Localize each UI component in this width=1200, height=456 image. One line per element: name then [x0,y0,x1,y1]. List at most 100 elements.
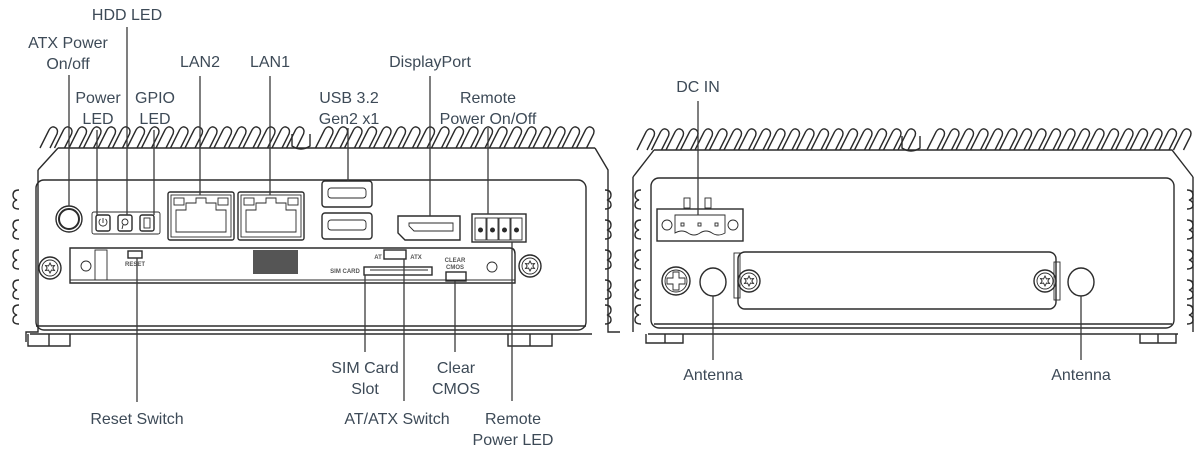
heatsink-fin [140,126,160,149]
heatsink-fin [708,128,728,151]
svg-text:CLEAR: CLEAR [445,258,466,264]
heatsink-fin [737,128,757,151]
antenna-hole-right [1067,267,1095,297]
ground-screw-icon [661,266,691,296]
heatsink-notch [291,134,311,150]
heatsink-fin [1042,128,1062,151]
atx-power-button [55,205,83,233]
heatsink-fin [868,128,888,151]
gpio-led [139,214,155,232]
heatsink-fin [358,126,378,149]
heatsink-fin [998,128,1018,151]
expansion-plate [733,251,1061,310]
heatsink-fin [984,128,1004,151]
heatsink-fin [416,126,436,149]
heatsink-fin [926,128,946,151]
heatsink-fin [1114,128,1134,151]
heatsink-fin [882,128,902,151]
heatsink-fin [53,126,73,149]
heatsink-fin [430,126,450,149]
heatsink-fin [1100,128,1120,151]
heatsink-fin [155,126,175,149]
rear-top-edge [632,149,1194,178]
label-lan1: LAN1 [249,54,291,71]
lan1-port [237,191,305,241]
front-foot-left [27,334,71,347]
led-panel [91,211,161,235]
vent-block [253,250,298,274]
usb-ports [321,180,373,240]
heatsink-fin [111,126,131,149]
heatsink-fin [39,126,59,149]
heatsink-fin [839,128,859,151]
heatsink-fin [474,126,494,149]
heatsink-fin [488,126,508,149]
front-view: RESET SIM CARD AT ATX CLEAR CMOS [12,27,620,402]
heatsink-fin [329,126,349,149]
label-displayport: DisplayPort [389,54,471,71]
heatsink-fin [68,126,88,149]
heatsink-fin [575,126,595,149]
heatsink-fin [445,126,465,149]
heatsink-fin [97,126,117,149]
label-reset-switch: Reset Switch [90,411,184,428]
heatsink-fin [256,126,276,149]
heatsink-fin [387,126,407,149]
front-faceplate [35,179,587,331]
heatsink-fin [795,128,815,151]
remote-power-terminal [471,213,527,243]
label-hdd-led: HDD LED [91,7,163,24]
front-foot-right [507,334,553,347]
io-plate [69,247,516,284]
heatsink-fin [1071,128,1091,151]
sim-card-slot: SIM CARD [330,266,433,276]
heatsink-fin [532,126,552,149]
heatsink-fin [503,126,523,149]
heatsink-fin [1129,128,1149,151]
label-antenna-left: Antenna [683,367,743,384]
heatsink-fin [271,126,291,149]
screw-right-icon [518,254,542,278]
lan2-port [167,191,235,241]
svg-text:ATX: ATX [410,255,422,261]
svg-text:SIM CARD: SIM CARD [330,269,360,275]
heatsink-fin [810,128,830,151]
heatsink-fin [314,126,334,149]
displayport-connector [397,215,461,241]
heatsink-fin [169,126,189,149]
rear-foot-right [1139,334,1177,344]
heatsink-fin [940,128,960,151]
heatsink-fin [1172,128,1192,151]
heatsink-fin [665,128,685,151]
reset-switch: RESET [125,250,145,268]
heatsink-fin [781,128,801,151]
heatsink-fin [853,128,873,151]
front-leader-lines [68,27,513,402]
heatsink-fin [561,126,581,149]
heatsink-fin [198,126,218,149]
rear-foot-left [645,334,684,344]
front-chassis-sides [25,147,620,342]
heatsink-fin [1158,128,1178,151]
rear-faceplate [650,177,1175,329]
heatsink-fin [897,128,917,151]
dc-in-connector [656,197,744,242]
front-top-edge [37,147,595,171]
heatsink-fin [969,128,989,151]
plate-screw-left-icon [737,269,761,293]
svg-text:AT: AT [374,255,382,261]
heatsink-fin [694,128,714,151]
rear-leader-lines [697,101,1082,360]
power-led [95,214,111,232]
heatsink-fin [227,126,247,149]
heatsink-fin [766,128,786,151]
